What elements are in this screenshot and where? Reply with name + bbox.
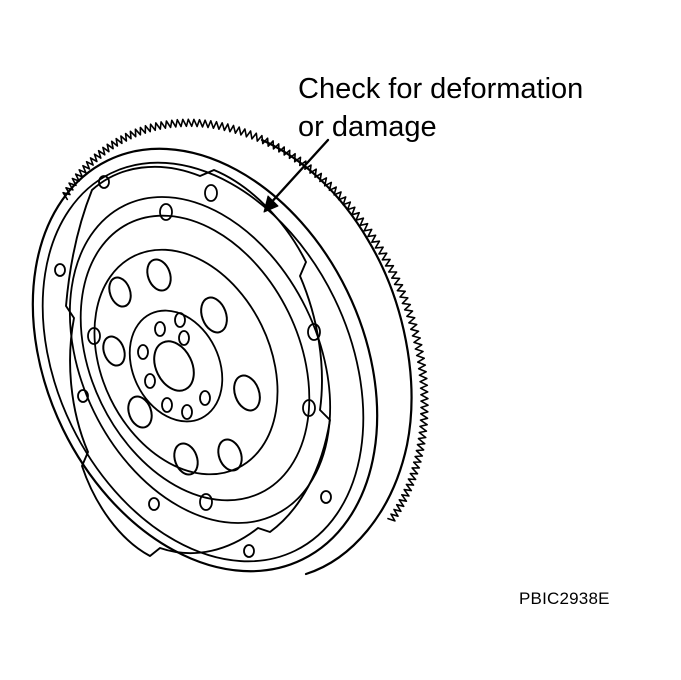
figure-code: PBIC2938E <box>519 589 610 608</box>
crankshaft-bolt-holes <box>137 312 211 420</box>
rim-holes <box>54 175 332 558</box>
drive-plate-ring-outer <box>68 196 332 524</box>
rim-hole <box>77 389 89 403</box>
callout-arrowhead <box>263 195 279 213</box>
ring-gear-teeth <box>62 118 429 522</box>
rim-hole <box>98 175 110 189</box>
callout-line-1: Check for deformation <box>298 73 584 105</box>
mounting-hole <box>87 327 101 345</box>
lightening-holes <box>102 258 261 476</box>
bolt-hole <box>161 397 173 413</box>
bolt-hole <box>144 373 156 389</box>
bolt-hole <box>178 330 190 346</box>
lightening-hole <box>200 296 228 334</box>
lightening-hole <box>108 276 132 308</box>
mounting-hole <box>307 323 321 341</box>
flywheel-back-edge <box>260 138 413 576</box>
mounting-hole <box>302 399 316 417</box>
hub-boss-outer <box>93 248 279 476</box>
bolt-hole <box>181 404 193 420</box>
flywheel-rim-lip <box>41 161 365 563</box>
lightening-hole <box>127 395 153 429</box>
drive-plate-outline <box>65 165 331 557</box>
plate-mounting-holes <box>87 184 321 511</box>
callout-leader-line <box>266 138 330 208</box>
rim-hole <box>148 497 160 511</box>
bolt-hole <box>137 344 149 360</box>
callout-line-2: or damage <box>298 111 437 143</box>
rim-hole <box>320 490 332 504</box>
mounting-hole <box>199 493 213 511</box>
lightening-hole <box>102 335 126 367</box>
flywheel-outer-edge <box>31 147 379 573</box>
lightening-hole <box>146 258 172 292</box>
lightening-hole <box>233 374 261 412</box>
center-pilot-hole <box>153 340 195 392</box>
bolt-hole <box>154 321 166 337</box>
rim-hole <box>54 263 66 277</box>
drive-plate-ring-inner <box>79 214 311 502</box>
lightening-hole <box>173 442 199 476</box>
hub-flange <box>128 309 224 423</box>
rim-hole <box>243 544 255 558</box>
inspection-callout: Check for deformation or damage <box>298 70 583 146</box>
mounting-hole <box>159 203 173 221</box>
bolt-hole <box>174 312 186 328</box>
mounting-hole <box>204 184 218 202</box>
bolt-hole <box>199 390 211 406</box>
lightening-hole <box>217 438 243 472</box>
